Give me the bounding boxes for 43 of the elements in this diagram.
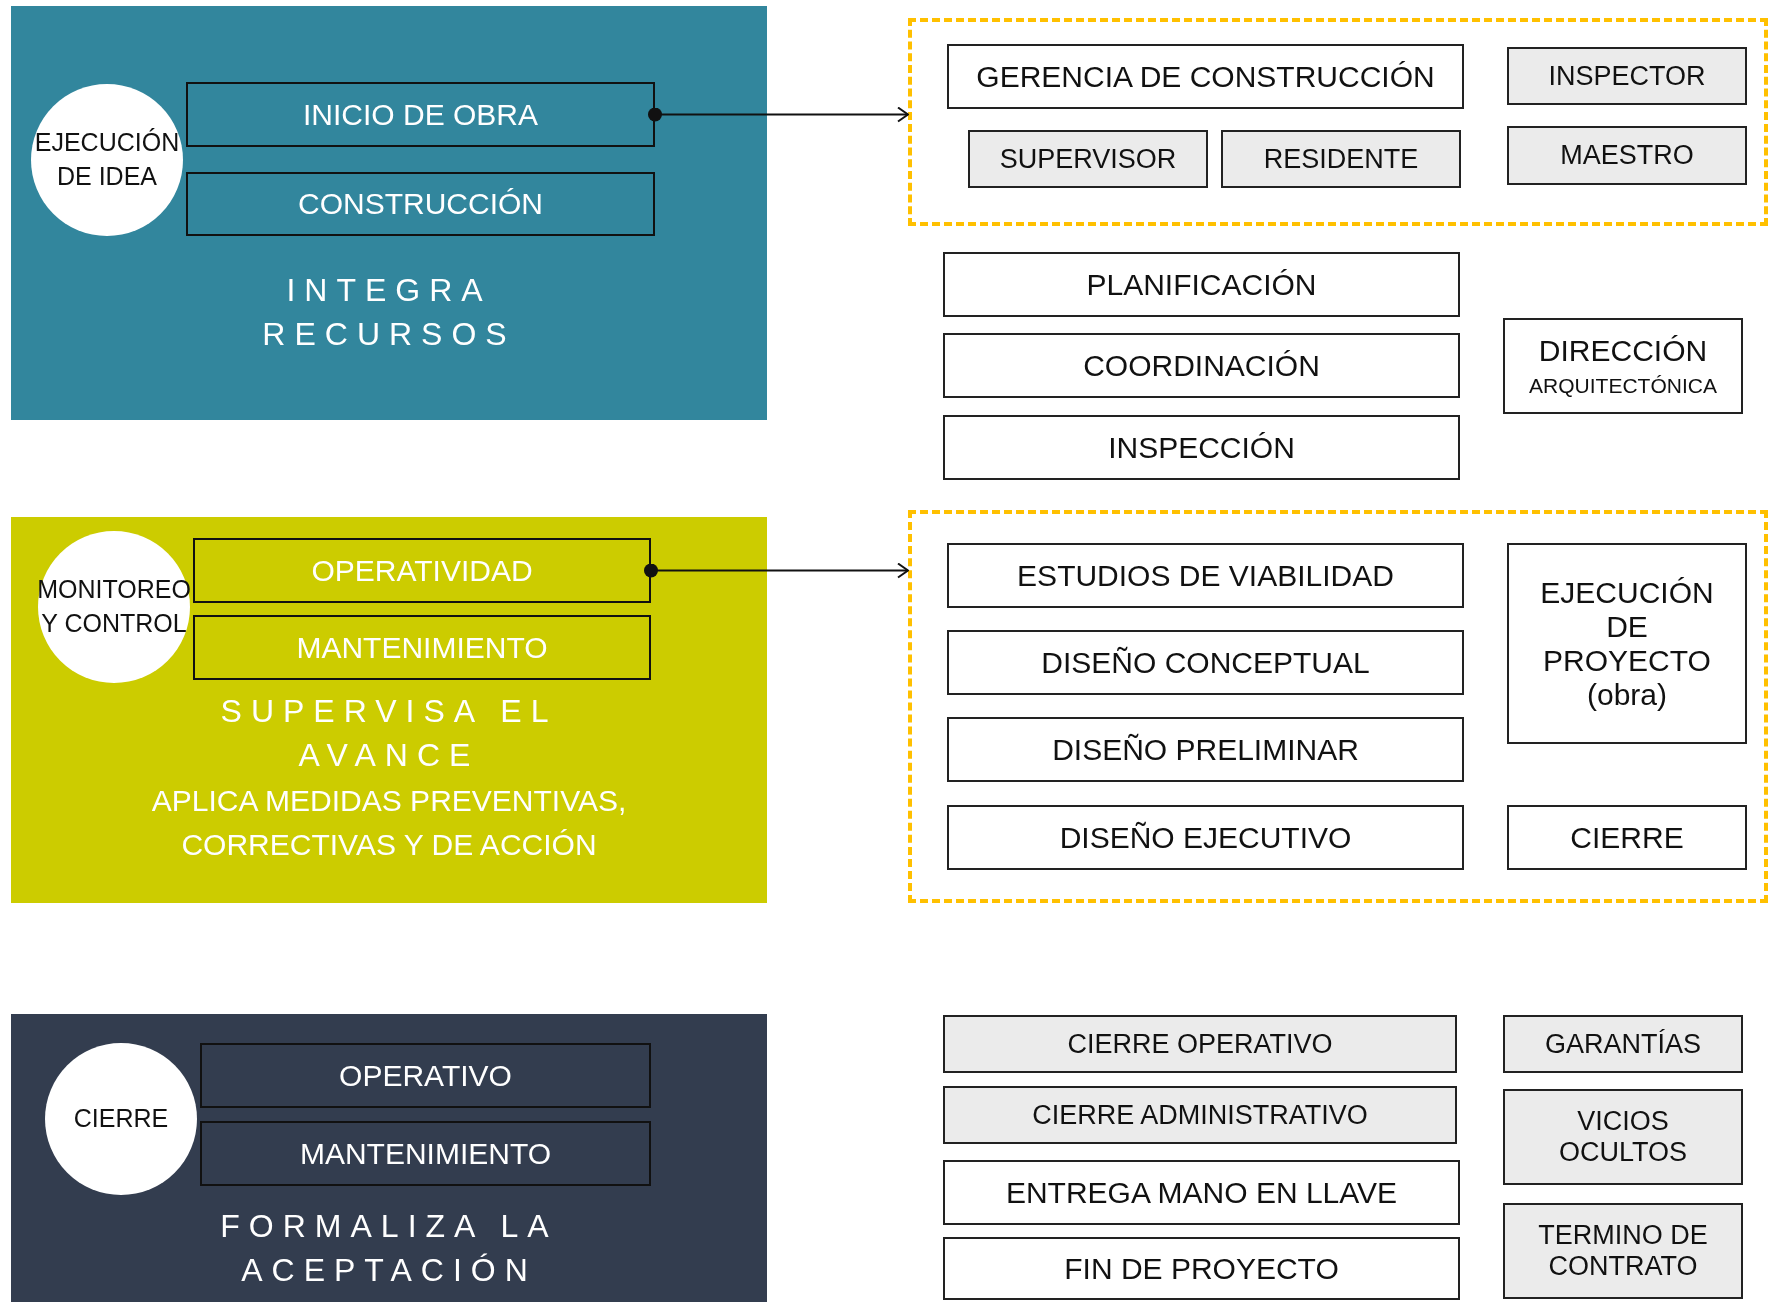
role-box: RESIDENTE [1221,130,1461,188]
dashed-group-frame [908,18,1768,226]
phase-panel [11,517,767,903]
panel-heading: FORMALIZA LA ACEPTACIÓN [219,1207,559,1290]
panel-description: APLICA MEDIDAS PREVENTIVAS, CORRECTIVAS Y DE ACCIÓN [150,783,628,863]
activity-bar: CONSTRUCCIÓN [186,172,655,236]
arrow [648,106,909,123]
role-box: VICIOS OCULTOS [1503,1089,1743,1185]
role-box: GARANTÍAS [1503,1015,1743,1073]
role-box: CIERRE ADMINISTRATIVO [943,1086,1457,1144]
task-box: PLANIFICACIÓN [943,252,1460,317]
role-box: INSPECTOR [1507,47,1747,105]
task-box: EJECUCIÓN DE PROYECTO (obra) [1507,543,1747,744]
dashed-group-frame [908,510,1768,903]
panel-heading: SUPERVISA EL AVANCE [219,692,559,775]
task-box: DISEÑO PRELIMINAR [947,717,1464,782]
role-box: CIERRE OPERATIVO [943,1015,1457,1073]
activity-bar: MANTENIMIENTO [193,615,651,680]
task-box [1503,318,1743,414]
role-box: MAESTRO [1507,126,1747,185]
task-box: ESTUDIOS DE VIABILIDAD [947,543,1464,608]
task-box: GERENCIA DE CONSTRUCCIÓN [947,44,1464,109]
role-box: SUPERVISOR [968,130,1208,188]
activity-bar: OPERATIVO [200,1043,651,1108]
activity-bar: INICIO DE OBRA [186,82,655,147]
phase-panel [11,6,767,420]
box-subtitle: ARQUITECTÓNICA [1529,374,1717,398]
task-box: ENTREGA MANO EN LLAVE [943,1160,1460,1225]
stage-circle: EJECUCIÓN DE IDEA [31,84,183,236]
box-title: DIRECCIÓN [1538,334,1708,368]
role-box: TERMINO DE CONTRATO [1503,1203,1743,1299]
task-box: DISEÑO CONCEPTUAL [947,630,1464,695]
task-box: COORDINACIÓN [943,333,1460,398]
phase-panel [11,1014,767,1302]
activity-bar: MANTENIMIENTO [200,1121,651,1186]
task-box: DISEÑO EJECUTIVO [947,805,1464,870]
activity-bar: OPERATIVIDAD [193,538,651,603]
stage-circle: CIERRE [45,1043,197,1195]
task-box: FIN DE PROYECTO [943,1237,1460,1300]
task-box: INSPECCIÓN [943,415,1460,480]
task-box: CIERRE [1507,805,1747,870]
panel-heading: INTEGRA RECURSOS [261,271,517,354]
arrow [644,562,909,579]
